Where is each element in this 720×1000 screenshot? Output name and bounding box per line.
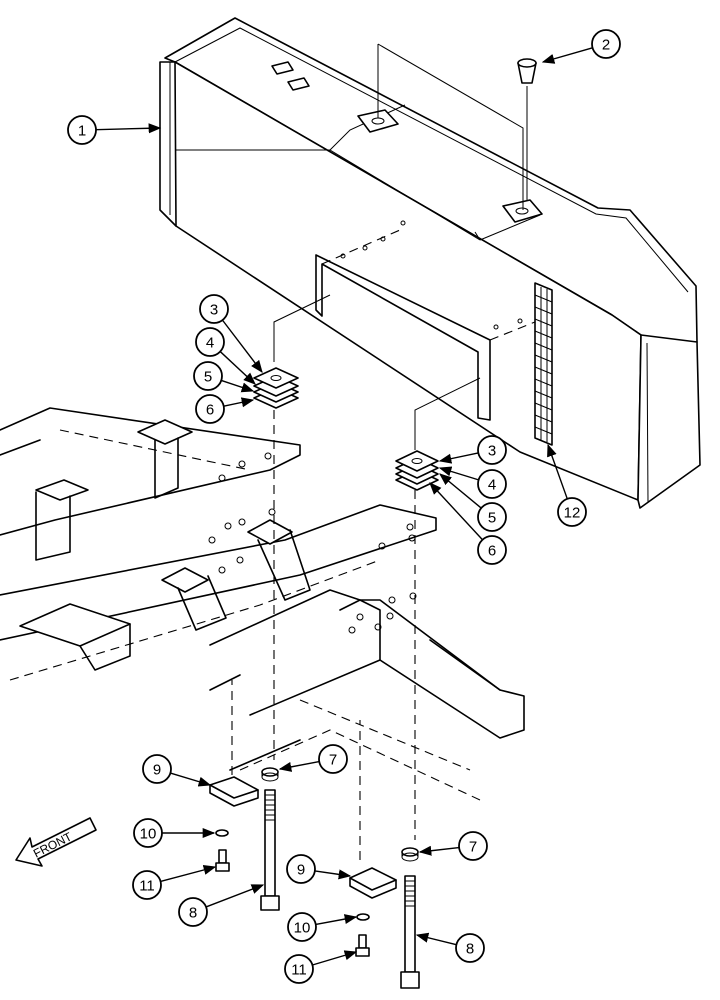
callout-2: 2 (541, 29, 621, 64)
callout-number: 10 (140, 826, 157, 843)
callout-circle (591, 29, 621, 59)
callout-leader (418, 845, 460, 856)
callout-circle (477, 435, 507, 465)
callout-circle (477, 502, 507, 532)
callout-number: 5 (204, 369, 212, 386)
callout-leader (429, 482, 484, 541)
callout-circle (67, 115, 97, 145)
front-label: FRONT (31, 829, 75, 861)
chassis-frame (0, 407, 525, 801)
callout-number: 12 (564, 505, 581, 522)
callout-leader (547, 443, 568, 500)
callout-circle (286, 854, 316, 884)
callout-circle (195, 394, 225, 424)
callout-11: 11 (132, 865, 217, 900)
callout-leader (221, 319, 263, 374)
callout-circle (178, 897, 208, 927)
callout-circle (284, 954, 314, 984)
callout-3: 3 (199, 294, 263, 374)
callout-9: 9 (142, 754, 212, 787)
callout-circle (477, 535, 507, 565)
callout-leader (438, 452, 479, 464)
callout-leader (223, 397, 255, 408)
callout-leader (415, 932, 457, 946)
callout-leader (221, 379, 255, 393)
callout-8: 8 (178, 884, 265, 927)
callout-leader (219, 351, 256, 385)
callout-leader (312, 950, 358, 966)
plug-part (517, 58, 537, 200)
callout-circle (133, 818, 163, 848)
assembly-lines (231, 440, 416, 860)
callout-9: 9 (286, 854, 352, 884)
shim-stack-right (395, 377, 481, 491)
callout-circle (142, 754, 172, 784)
callout-4: 4 (195, 327, 256, 385)
callout-circle (455, 933, 485, 963)
callout-11: 11 (284, 950, 358, 984)
callout-leader (315, 914, 358, 926)
callout-number: 11 (291, 962, 307, 979)
callout-leader (205, 884, 265, 908)
callout-number: 7 (469, 839, 477, 856)
callout-circle (193, 361, 223, 391)
callout-leader (170, 772, 212, 787)
callout-5: 5 (439, 473, 507, 532)
callout-number: 4 (488, 477, 496, 494)
hardware-right (349, 847, 420, 989)
callout-number: 6 (206, 402, 214, 419)
callout-number: 10 (294, 920, 311, 937)
callout-circle (287, 912, 317, 942)
callout-circle (318, 744, 348, 774)
callout-number: 8 (466, 941, 474, 958)
callout-circle (132, 870, 162, 900)
callout-leader (439, 473, 482, 509)
callout-circle (199, 294, 229, 324)
callout-number: 9 (153, 762, 161, 779)
callout-number: 7 (329, 752, 337, 769)
callout-8: 8 (415, 932, 485, 963)
callout-leader (314, 869, 352, 880)
callout-12: 12 (547, 443, 587, 527)
callout-circle (458, 831, 488, 861)
callout-circle (477, 469, 507, 499)
shim-stack-left (253, 294, 331, 440)
callout-number: 9 (297, 862, 305, 879)
callout-leader (95, 123, 162, 134)
callout-number: 11 (139, 878, 155, 895)
callout-leader (438, 466, 479, 481)
callout-number: 3 (488, 443, 496, 460)
front-direction-arrow: FRONT (15, 817, 97, 867)
callout-leader (541, 47, 593, 64)
callout-leader (160, 865, 217, 883)
callout-number: 4 (206, 335, 214, 352)
callout-6: 6 (195, 394, 255, 424)
callout-number: 5 (488, 510, 496, 527)
callout-5: 5 (193, 361, 255, 393)
callout-10: 10 (287, 912, 358, 942)
callout-number: 8 (189, 905, 197, 922)
callout-leader (278, 760, 320, 772)
counterweight (159, 17, 701, 509)
hardware-left (209, 767, 280, 911)
callout-7: 7 (418, 831, 488, 861)
callout-number: 3 (210, 302, 218, 319)
callout-10: 10 (133, 818, 216, 848)
callout-6: 6 (429, 482, 507, 565)
callout-4: 4 (438, 466, 507, 499)
callout-3: 3 (438, 435, 507, 465)
callout-number: 2 (602, 37, 610, 54)
callout-number: 1 (78, 123, 86, 140)
callout-number: 6 (488, 543, 496, 560)
callout-7: 7 (278, 744, 348, 774)
callout-circle (195, 327, 225, 357)
callout-circle (557, 497, 587, 527)
callout-1: 1 (67, 115, 162, 145)
